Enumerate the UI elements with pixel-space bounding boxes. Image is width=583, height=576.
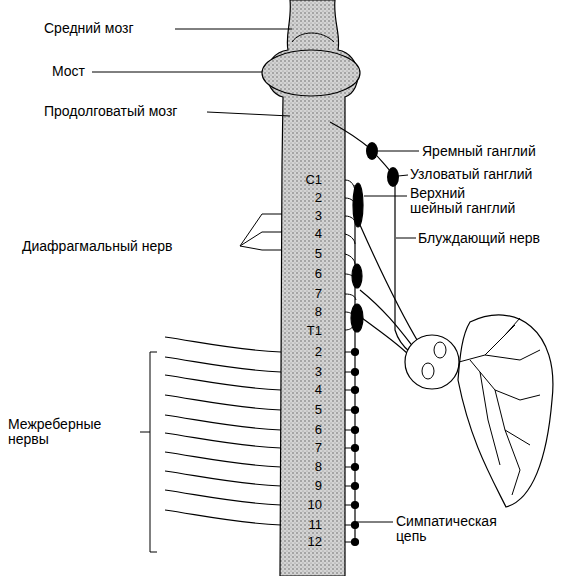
nerve-label: Диафрагмальный нерв (22, 239, 242, 254)
sympathetic-chain (351, 183, 363, 546)
callout-number: 6 (290, 423, 322, 437)
plexus-ganglion (422, 363, 434, 379)
callout-number: 4 (290, 383, 322, 397)
pons (262, 50, 360, 96)
callout-number: 5 (290, 403, 322, 417)
callout-number: T1 (290, 324, 322, 338)
plexus-ganglion (434, 342, 446, 358)
vagus-nerve (330, 122, 420, 358)
callout-number: 2 (290, 345, 322, 359)
rami-communicantes (345, 180, 356, 542)
callout-number: 7 (290, 441, 322, 455)
structure-label: Продолговатый мозг (44, 104, 214, 119)
ganglion-label: Яремный ганглий (422, 144, 572, 159)
callout-number: 7 (290, 287, 322, 301)
intercostal-nerves (165, 337, 281, 525)
callout-number: 8 (290, 305, 322, 319)
callout-number: 9 (290, 479, 322, 493)
callout-number: 6 (290, 267, 322, 281)
callout-number: 8 (290, 460, 322, 474)
bronchial-nerve-branches (459, 318, 540, 495)
nerve-label: Блуждающий нерв (418, 231, 578, 246)
nerve-label: Межреберные нервы (8, 417, 128, 447)
callout-number: 3 (290, 365, 322, 379)
nodose-ganglion (387, 167, 399, 187)
callout-number: 12 (290, 535, 322, 549)
callout-number: 11 (290, 518, 322, 532)
ganglion-label: Верхний шейный ганглий (410, 186, 520, 216)
callout-number: 10 (290, 498, 322, 512)
jugular-ganglion (366, 142, 378, 160)
callout-number: 4 (290, 227, 322, 241)
callout-number: 3 (290, 209, 322, 223)
callout-number: 5 (290, 247, 322, 261)
structure-label: Средний мозг (44, 21, 184, 36)
nerve-label: Симпатическая цепь (396, 514, 506, 544)
ganglion-label: Узловатый ганглий (410, 167, 580, 182)
structure-label: Мост (52, 64, 112, 79)
pulmonary-plexus (405, 335, 459, 389)
midbrain-contour (292, 33, 334, 42)
callout-number: C1 (290, 173, 322, 187)
lung-outline (458, 315, 553, 507)
callout-number: 2 (290, 191, 322, 205)
